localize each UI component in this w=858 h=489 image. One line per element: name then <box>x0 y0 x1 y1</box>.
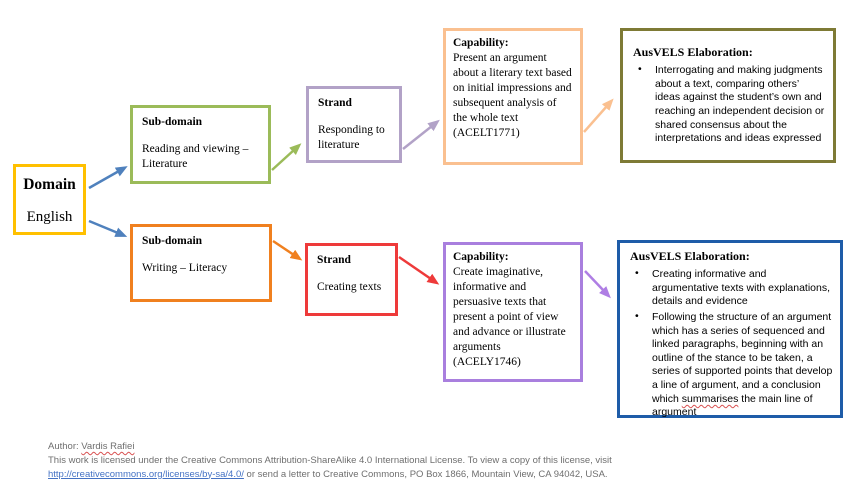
footer: Author: Vardis Rafiei This work is licen… <box>48 440 612 481</box>
subdomain-value: Reading and viewing – Literature <box>142 142 249 170</box>
license-line-2: http://creativecommons.org/licenses/by-s… <box>48 468 612 482</box>
strand-title: Strand <box>318 97 352 109</box>
subdomain-title: Sub-domain <box>142 235 203 247</box>
author-line: Author: Vardis Rafiei <box>48 440 612 454</box>
license-link[interactable]: http://creativecommons.org/licenses/by-s… <box>48 468 244 480</box>
subdomain-title: Sub-domain <box>142 116 203 128</box>
elaboration-box-literature: AusVELS Elaboration: Interrogating and m… <box>620 28 836 163</box>
license-line-2-text: or send a letter to Creative Commons, PO… <box>246 468 608 480</box>
capability-box-acely1746: Capability: Create imaginative, informat… <box>443 242 583 382</box>
license-line-1: This work is licensed under the Creative… <box>48 454 612 466</box>
elaboration-title: AusVELS Elaboration: <box>633 45 753 59</box>
subdomain-value: Writing – Literacy <box>142 261 228 274</box>
capability-box-acelt1771: Capability: Present an argument about a … <box>443 28 583 165</box>
elaboration-bullet-list: Interrogating and making judgments about… <box>633 63 825 146</box>
author-name: Vardis Rafiei <box>81 441 135 452</box>
elaboration-bullet: Following the structure of an argument w… <box>630 310 834 420</box>
capability-text: Present an argument about a literary tex… <box>453 51 572 124</box>
arrow-capability-to-elaboration-bottom <box>584 270 611 299</box>
capability-title: Capability: <box>453 251 509 263</box>
domain-title: Domain <box>23 176 76 193</box>
subdomain-box-literacy: Sub-domain Writing – Literacy <box>130 224 272 302</box>
subdomain-box-literature: Sub-domain Reading and viewing – Literat… <box>130 105 271 184</box>
author-label: Author: <box>48 441 79 452</box>
arrow-subdomain-to-strand-top <box>271 143 302 171</box>
elaboration-bullet: Interrogating and making judgments about… <box>633 63 825 146</box>
strand-title: Strand <box>317 254 351 266</box>
elaboration-box-literacy: AusVELS Elaboration: Creating informativ… <box>617 240 843 418</box>
strand-box-creating-texts: Strand Creating texts <box>305 243 398 316</box>
domain-value: English <box>26 209 73 225</box>
arrow-capability-to-elaboration-top <box>583 98 614 133</box>
capability-title: Capability: <box>453 37 509 49</box>
capability-code: (ACELT1771) <box>453 126 520 139</box>
strand-box-responding: Strand Responding to literature <box>306 86 402 163</box>
elaboration-bullet-list: Creating informative and argumentative t… <box>630 267 834 420</box>
arrow-subdomain-to-strand-bottom <box>272 239 303 261</box>
elaboration-title: AusVELS Elaboration: <box>630 249 750 263</box>
capability-code: (ACELY1746) <box>453 355 521 368</box>
arrow-strand-to-capability-bottom <box>398 255 440 285</box>
strand-value: Creating texts <box>317 280 382 293</box>
arrow-domain-to-subdomain-literacy <box>88 219 128 237</box>
elaboration-bullet: Creating informative and argumentative t… <box>630 267 834 309</box>
strand-value: Responding to literature <box>318 123 385 151</box>
arrow-strand-to-capability-top <box>402 119 440 150</box>
capability-text: Create imaginative, informative and pers… <box>453 265 566 353</box>
domain-box: Domain English <box>13 164 86 235</box>
arrow-domain-to-subdomain-literature <box>88 166 128 190</box>
